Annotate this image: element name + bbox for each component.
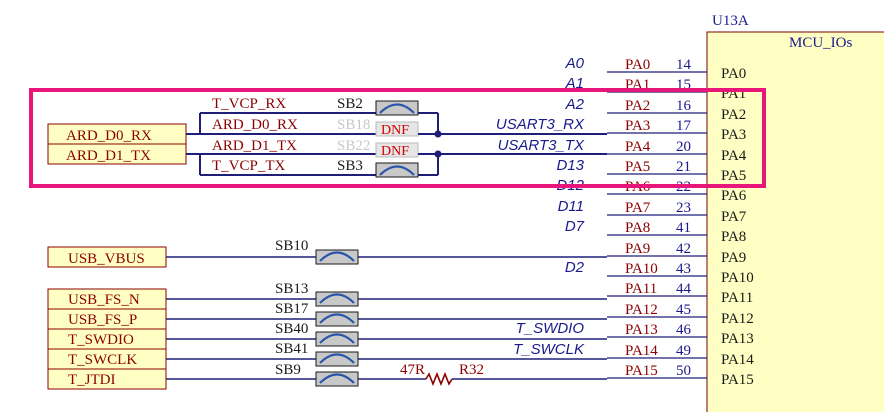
pin-number: 45 bbox=[676, 302, 691, 318]
pin-number: 21 bbox=[676, 159, 691, 175]
net-label: T_SWDIO bbox=[516, 320, 585, 337]
pin-number: 50 bbox=[676, 363, 691, 379]
pin-port-label: PA7 bbox=[625, 200, 651, 216]
net-label: D7 bbox=[565, 218, 585, 235]
pin-name: PA3 bbox=[721, 127, 746, 143]
pin-port-label: PA0 bbox=[625, 57, 650, 73]
sb41-bridge bbox=[315, 351, 359, 367]
pin-name: PA12 bbox=[721, 311, 754, 327]
port-t-jtdi-label: T_JTDI bbox=[68, 372, 116, 388]
pin-port-label: PA5 bbox=[625, 159, 650, 175]
sb41-label: SB41 bbox=[275, 341, 308, 357]
pin-number: 46 bbox=[676, 322, 692, 338]
pin-number: 43 bbox=[676, 261, 691, 277]
pin-name: PA10 bbox=[721, 270, 754, 286]
net-label: D13 bbox=[556, 157, 584, 174]
net-label: A0 bbox=[565, 55, 585, 72]
sb17-bridge bbox=[315, 311, 359, 327]
pin-port-label: PA10 bbox=[625, 261, 658, 277]
dnf-label: DNF bbox=[381, 123, 409, 138]
resistor-value: 47R bbox=[400, 362, 425, 378]
pin-name: PA5 bbox=[721, 168, 746, 184]
net-t-vcp-rx: T_VCP_RX bbox=[212, 96, 286, 112]
pin-name: PA0 bbox=[721, 66, 746, 82]
sb2-bridge bbox=[375, 100, 419, 116]
mcu-designator: U13A bbox=[712, 13, 749, 29]
sb18-label: SB18 bbox=[337, 117, 370, 133]
pin-name: PA2 bbox=[721, 107, 746, 123]
net-t-vcp-tx: T_VCP_TX bbox=[212, 158, 286, 174]
resistor-r32 bbox=[425, 371, 453, 387]
pin-number: 16 bbox=[676, 98, 692, 114]
pin-port-label: PA2 bbox=[625, 98, 650, 114]
sb40-bridge bbox=[315, 331, 359, 347]
sb9-label: SB9 bbox=[275, 362, 301, 378]
sb40-label: SB40 bbox=[275, 321, 308, 337]
pin-name: PA4 bbox=[721, 148, 747, 164]
pin-port-label: PA9 bbox=[625, 241, 650, 257]
pin-name: PA15 bbox=[721, 372, 754, 388]
sb18-dnf: DNF bbox=[375, 121, 419, 138]
net-label: USART3_TX bbox=[498, 137, 585, 154]
mcu-block bbox=[706, 31, 884, 412]
sb3-label: SB3 bbox=[337, 158, 363, 174]
pin-number: 41 bbox=[676, 220, 691, 236]
net-label: D2 bbox=[565, 259, 585, 276]
sb13-label: SB13 bbox=[275, 281, 308, 297]
pin-port-label: PA8 bbox=[625, 220, 650, 236]
junction-dot bbox=[434, 130, 442, 138]
pin-number: 23 bbox=[676, 200, 691, 216]
pin-port-label: PA4 bbox=[625, 139, 651, 155]
port-t-swdio-label: T_SWDIO bbox=[68, 332, 134, 348]
sb2-label: SB2 bbox=[337, 96, 363, 112]
junction-dot bbox=[434, 150, 442, 158]
pin-number: 44 bbox=[676, 281, 692, 297]
pin-port-label: PA12 bbox=[625, 302, 658, 318]
pin-number: 20 bbox=[676, 139, 691, 155]
port-usb-fs-n-label: USB_FS_N bbox=[68, 292, 140, 308]
net-label: A2 bbox=[565, 96, 585, 113]
sb13-bridge bbox=[315, 291, 359, 307]
pin-name: PA9 bbox=[721, 250, 746, 266]
net-ard-d1-tx: ARD_D1_TX bbox=[212, 138, 297, 154]
pin-port-label: PA15 bbox=[625, 363, 658, 379]
pin-name: PA6 bbox=[721, 188, 747, 204]
pin-port-label: PA14 bbox=[625, 343, 658, 359]
sb9-bridge bbox=[315, 371, 359, 387]
sb22-label: SB22 bbox=[337, 138, 370, 154]
highlight-box bbox=[29, 88, 766, 188]
net-ard-d0-rx: ARD_D0_RX bbox=[212, 117, 298, 133]
port-t-swclk-label: T_SWCLK bbox=[68, 352, 137, 368]
port-ard-d1-tx-label: ARD_D1_TX bbox=[66, 148, 151, 164]
sb10-bridge bbox=[315, 249, 359, 265]
sb3-bridge bbox=[375, 162, 419, 178]
pin-name: PA13 bbox=[721, 331, 754, 347]
mcu-name: MCU_IOs bbox=[789, 35, 853, 51]
port-ard-d0-rx-label: ARD_D0_RX bbox=[66, 128, 152, 144]
port-usb-vbus-label: USB_VBUS bbox=[68, 251, 145, 267]
net-label: A1 bbox=[565, 75, 584, 92]
port-usb-fs-p-label: USB_FS_P bbox=[68, 312, 137, 328]
sb17-label: SB17 bbox=[275, 301, 309, 317]
net-label: D11 bbox=[558, 198, 584, 215]
pin-number: 49 bbox=[676, 343, 691, 359]
pin-port-label: PA3 bbox=[625, 118, 650, 134]
dnf-label: DNF bbox=[381, 144, 409, 159]
pin-name: PA7 bbox=[721, 209, 747, 225]
net-label: T_SWCLK bbox=[513, 341, 585, 358]
pin-port-label: PA11 bbox=[625, 281, 657, 297]
net-label: USART3_RX bbox=[496, 116, 585, 133]
pin-name: PA14 bbox=[721, 352, 754, 368]
pin-number: 17 bbox=[676, 118, 692, 134]
pin-port-label: PA13 bbox=[625, 322, 658, 338]
sb10-label: SB10 bbox=[275, 238, 308, 254]
resistor-ref: R32 bbox=[459, 362, 484, 378]
pin-name: PA11 bbox=[721, 290, 753, 306]
sb22-dnf: DNF bbox=[375, 142, 419, 159]
pin-number: 42 bbox=[676, 241, 691, 257]
pin-name: PA8 bbox=[721, 229, 746, 245]
pin-number: 14 bbox=[676, 57, 692, 73]
